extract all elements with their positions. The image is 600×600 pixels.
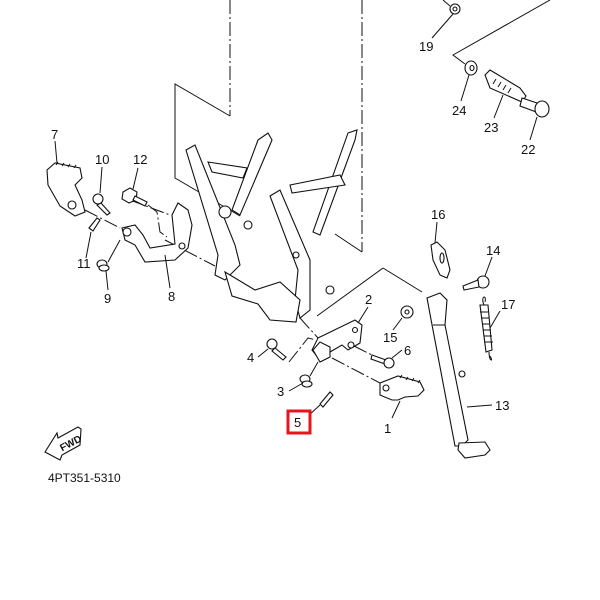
leader-8 [164,254,171,289]
callout-labels: 7 10 12 11 9 8 19 24 23 22 16 14 17 13 2… [51,39,535,436]
leader-6 [391,349,403,359]
leader-dash [288,337,317,363]
callout-22[interactable]: 22 [521,142,535,157]
callout-4[interactable]: 4 [247,350,254,365]
callout-11[interactable]: 11 [77,256,91,271]
part-13-sidestand[interactable] [426,292,491,459]
highlighted-callout-5[interactable]: 5 [286,409,312,435]
part-8-footrest-bracket[interactable] [121,202,193,263]
leader-10 [99,166,103,194]
part-23-collar[interactable] [484,69,527,103]
frame-bracket [129,129,358,323]
part-6-bolt[interactable] [370,354,395,369]
leader-9b [107,239,121,263]
leader-3b [309,361,319,377]
leader-24 [460,74,470,102]
part-19-bolt[interactable] [442,0,461,15]
leader-22 [529,116,538,141]
leader-dash [331,357,381,384]
callout-5[interactable]: 5 [294,415,301,430]
leader-15 [392,317,403,331]
leader-12 [132,167,139,190]
part-2-bracket[interactable] [311,319,363,363]
callout-2[interactable]: 2 [365,292,372,307]
callout-23[interactable]: 23 [484,120,498,135]
callout-1[interactable]: 1 [384,421,391,436]
part-22-bolt[interactable] [519,97,550,118]
leader-2 [357,306,369,324]
callout-13[interactable]: 13 [495,398,509,413]
part-7-footrest-left[interactable] [46,161,86,217]
leader-dash [299,317,319,339]
drawing-code: 4PT351-5310 [48,471,121,485]
frame-outline [174,0,551,317]
callout-15[interactable]: 15 [383,330,397,345]
callout-10[interactable]: 10 [95,152,109,167]
leader-16 [434,221,438,244]
callout-19[interactable]: 19 [419,39,433,54]
part-16-plate[interactable] [430,241,451,279]
callout-24[interactable]: 24 [452,103,466,118]
leader-dash [84,209,121,229]
callout-3[interactable]: 3 [277,384,284,399]
callout-14[interactable]: 14 [486,243,500,258]
leader-11 [85,231,92,259]
part-12-bolt[interactable] [121,187,148,207]
leader-23 [493,94,504,119]
callout-8[interactable]: 8 [168,289,175,304]
callout-9[interactable]: 9 [104,291,111,306]
part-10-pin[interactable] [92,193,111,216]
leader-9 [105,270,109,291]
leader-dash [147,204,168,238]
leader-1 [391,400,401,419]
part-24-washer[interactable] [464,60,478,76]
leader-dash [353,345,373,356]
part-5-cotter-pin[interactable] [319,391,334,408]
part-17-spring[interactable] [479,296,493,361]
part-1-footrest-right[interactable] [379,374,425,401]
callout-12[interactable]: 12 [133,152,147,167]
callout-6[interactable]: 6 [404,343,411,358]
highlight-box [286,409,312,435]
callout-17[interactable]: 17 [501,297,515,312]
part-11-cotter-pin[interactable] [88,217,101,232]
leader-4 [257,348,269,358]
part-9-spring[interactable] [96,259,110,272]
leader-19 [431,13,454,39]
leader-13 [466,404,493,408]
part-3-spring[interactable] [299,374,313,388]
part-4-pin[interactable] [266,338,287,361]
callout-7[interactable]: 7 [51,127,58,142]
part-15-nut[interactable] [400,305,414,319]
leader-3 [288,382,304,392]
fwd-arrow-icon: FWD [44,426,84,461]
callout-16[interactable]: 16 [431,207,445,222]
leader-14 [484,256,493,277]
part-14-bolt[interactable] [462,275,490,291]
leader-17 [489,310,501,329]
leader-7 [54,140,58,164]
